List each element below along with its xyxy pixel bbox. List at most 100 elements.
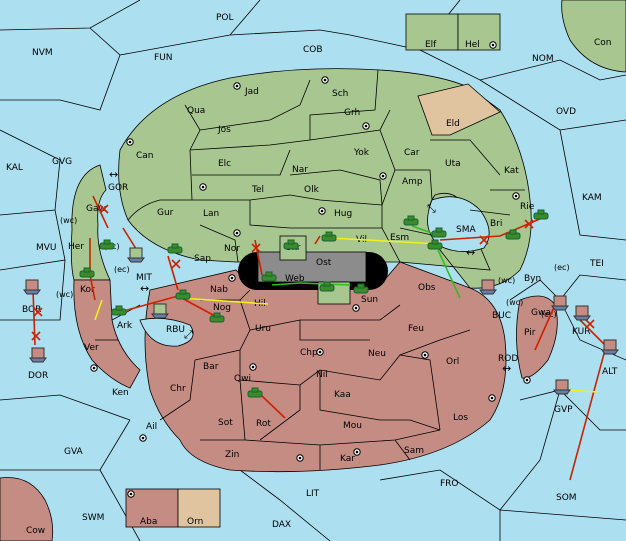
label-con: Con — [594, 38, 612, 48]
label-nor: Nor — [224, 244, 240, 254]
region-orn[interactable] — [177, 488, 221, 528]
army-icon — [431, 227, 447, 238]
label-bor: BOR — [22, 305, 41, 315]
void-marks — [31, 204, 595, 341]
label-kur: KUR — [572, 327, 591, 337]
army-icon — [321, 231, 337, 242]
label-cob: COB — [303, 45, 323, 55]
label-can: Can — [136, 151, 154, 161]
label-gur: Gur — [157, 208, 174, 218]
order-arrow — [94, 299, 103, 321]
label-amp: Amp — [402, 177, 423, 187]
order-arrow — [329, 237, 441, 245]
label-zin: Zin — [225, 450, 239, 460]
supply-center-icon — [362, 122, 370, 130]
label-lit: LIT — [306, 489, 320, 499]
retreat-arrow-icon: ↔ — [109, 168, 118, 181]
supply-center-icon — [127, 490, 135, 498]
region-elf[interactable] — [405, 13, 459, 51]
label-nab: Nab — [210, 285, 228, 295]
region-pir-gwa[interactable] — [516, 295, 558, 379]
region-aba[interactable] — [125, 488, 179, 528]
label-sap: Sap — [194, 254, 211, 264]
army-icon — [283, 239, 299, 250]
label-hel: Hel — [465, 40, 480, 50]
region-continent-south[interactable] — [144, 261, 507, 473]
label-ail: Ail — [146, 422, 157, 432]
label-kat: Kat — [504, 166, 519, 176]
fleet-icon — [551, 295, 569, 311]
label-orl: Orl — [446, 357, 459, 367]
label-nvm: NVM — [32, 48, 53, 58]
province-borders-south — [95, 289, 471, 470]
supply-center-icon — [296, 454, 304, 462]
label-ec: (ec) — [114, 265, 130, 274]
label-ost: Ost — [316, 258, 332, 268]
label-nom: NOM — [532, 54, 554, 64]
order-arrow — [32, 289, 36, 346]
label-ovd: OVD — [556, 107, 576, 117]
army-units — [79, 209, 549, 398]
army-icon — [353, 283, 369, 294]
label-gor: GOR — [108, 183, 128, 193]
label-gvp: GVP — [554, 405, 573, 415]
fleet-icon — [151, 303, 169, 319]
label-car: Car — [404, 148, 420, 158]
label-tel: Tel — [251, 185, 264, 195]
label-rot: Rot — [256, 419, 271, 429]
label-jad: Jad — [244, 87, 259, 97]
supply-center-icon — [421, 351, 429, 359]
label-aba: Aba — [140, 517, 157, 527]
fleet-icon — [479, 279, 497, 295]
supply-center-icon — [316, 348, 324, 356]
label-wc: (wc) — [56, 290, 73, 299]
label-ark: Ark — [117, 321, 133, 331]
region-eld[interactable] — [417, 83, 501, 136]
region-cow[interactable] — [0, 477, 54, 541]
label-los: Los — [453, 413, 468, 423]
label-bar: Bar — [203, 362, 219, 372]
label-cow: Cow — [26, 526, 45, 536]
order-arrow — [119, 295, 179, 313]
supply-center-icon — [488, 394, 496, 402]
region-west-island-red[interactable] — [73, 279, 141, 389]
army-icon — [403, 215, 419, 226]
order-arrow — [254, 239, 263, 276]
label-ec: (ec) — [554, 263, 570, 272]
army-icon — [175, 289, 191, 300]
label-uta: Uta — [445, 159, 461, 169]
fleet-icon — [553, 379, 571, 395]
army-icon — [261, 271, 277, 282]
void-mark-icon — [524, 219, 534, 229]
order-arrow — [271, 282, 351, 286]
supply-center-icon — [379, 172, 387, 180]
label-her: Her — [68, 242, 84, 252]
label-sma: SMA — [456, 225, 476, 235]
retreat-arrow-icon: ↔ — [502, 362, 511, 375]
supply-center-icon — [233, 229, 241, 237]
label-chp: Chp — [300, 348, 318, 358]
label-web: Web — [285, 274, 305, 284]
label-alt: ALT — [602, 367, 618, 377]
supply-center-icon — [352, 304, 360, 312]
army-icon — [209, 312, 225, 323]
order-arrow — [314, 235, 321, 245]
void-mark-icon — [251, 243, 261, 253]
label-esm: Esm — [390, 233, 409, 243]
label-sot: Sot — [218, 418, 233, 428]
supply-center-icon — [90, 364, 98, 372]
supply-center-icon — [228, 274, 236, 282]
lake-rbu — [139, 317, 194, 347]
fleet-icon — [573, 305, 591, 321]
void-mark-icon — [31, 331, 41, 341]
retreat-arrow-icon: ↔ — [140, 282, 149, 295]
region-con[interactable] — [561, 0, 626, 73]
fleet-icon — [23, 279, 41, 295]
retreat-arrow-icon: ⤢ — [184, 328, 193, 341]
label-pol: POL — [216, 13, 234, 23]
strait-arrows: ↔ ↔ ⤡ ↔ ⤢ ↔ — [109, 168, 511, 375]
supply-center-icon — [233, 82, 241, 90]
label-wc: (wc) — [60, 216, 77, 225]
label-gaw: Gaw — [86, 204, 106, 214]
